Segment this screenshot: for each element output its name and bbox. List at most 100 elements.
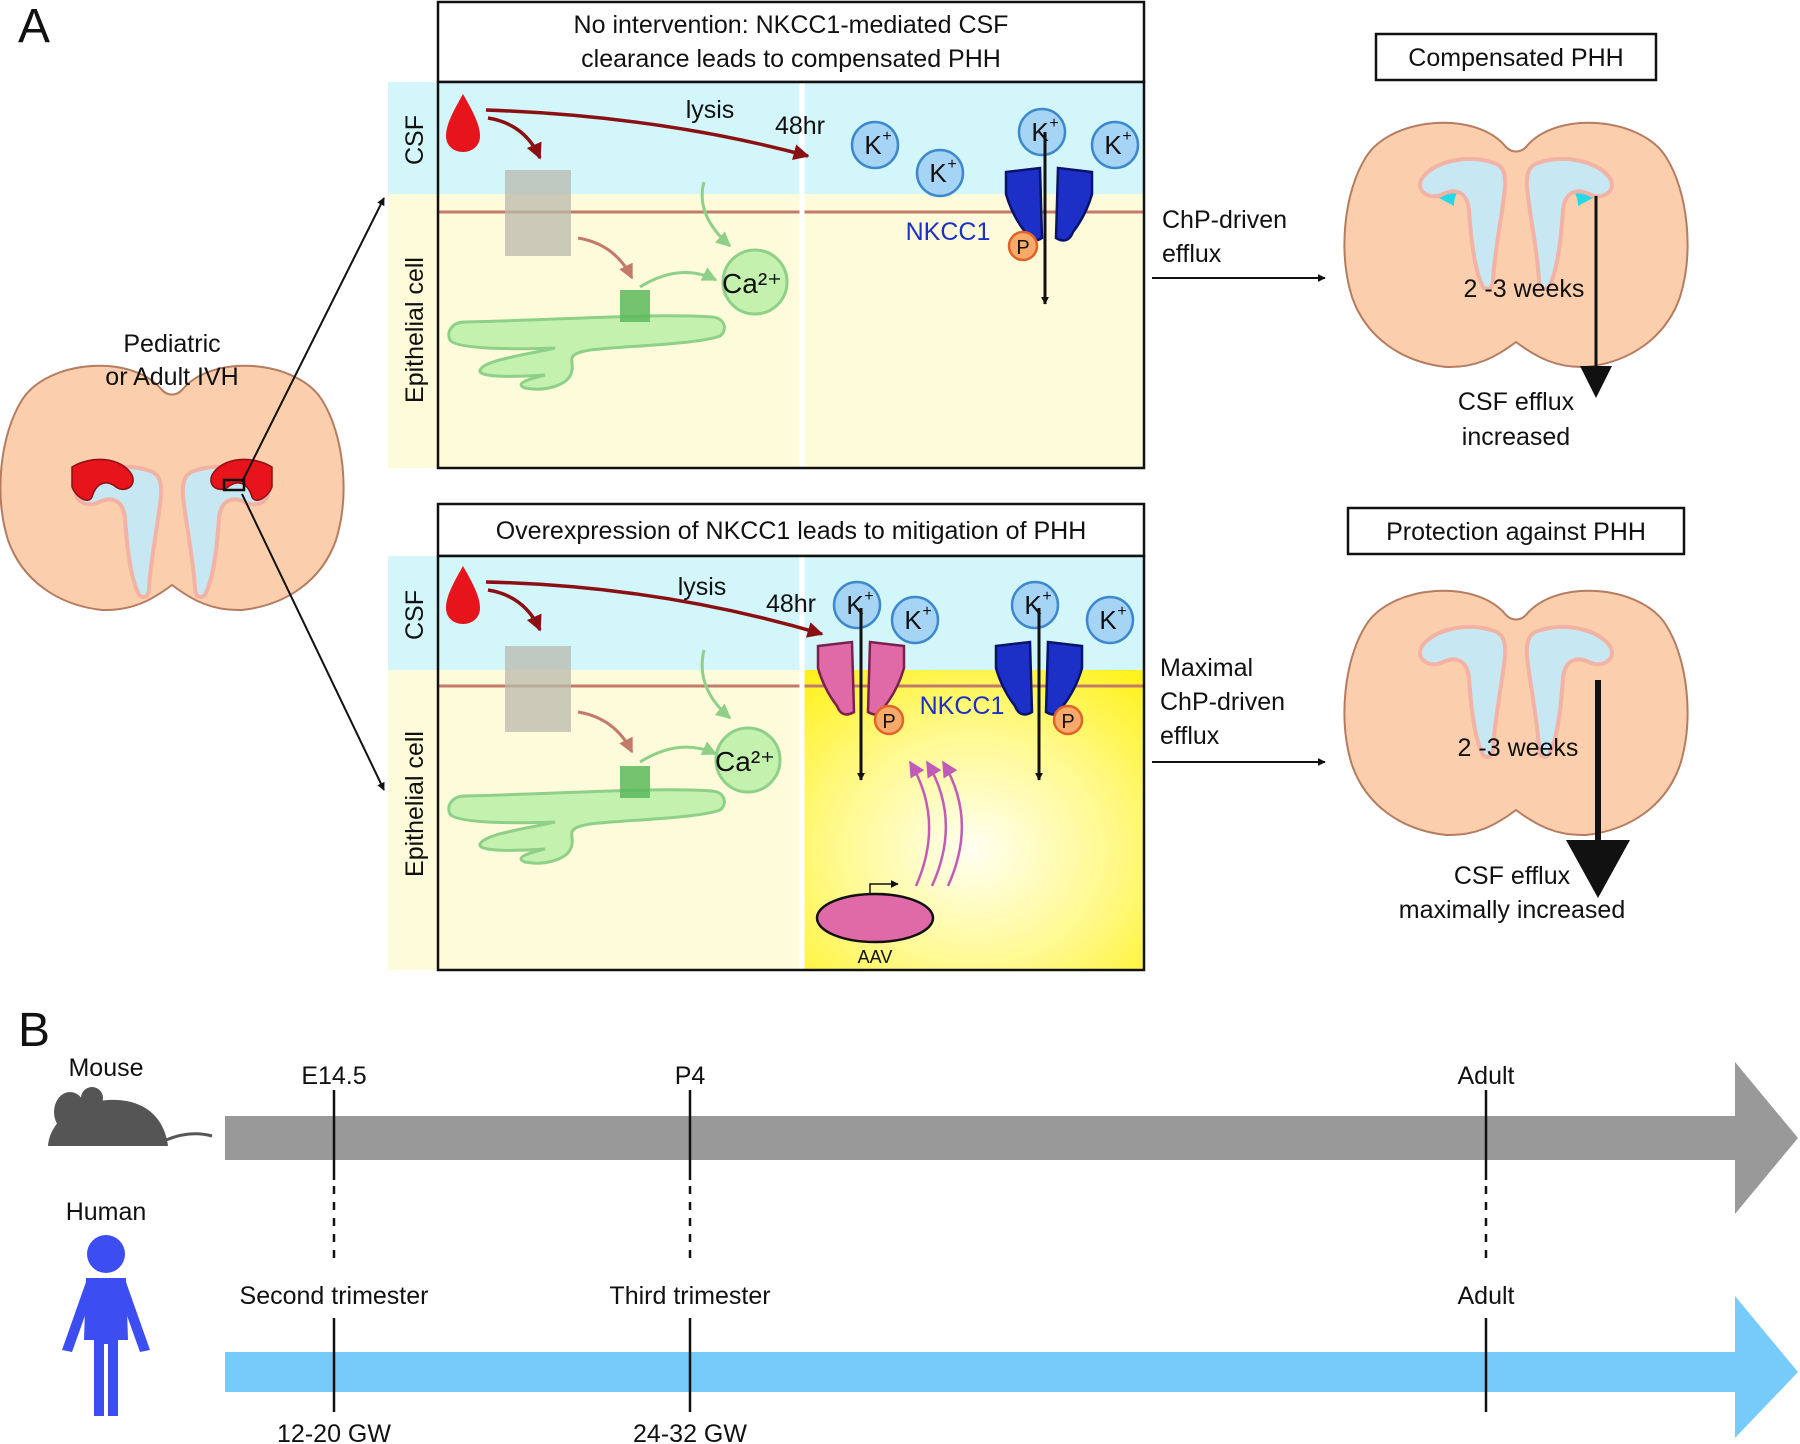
human-timeline-bar	[225, 1352, 1735, 1392]
top-phospho-icon	[1007, 230, 1039, 262]
bottom-blood-entry-arrow	[487, 588, 542, 632]
bottom-flux-label-2: ChP-driven	[1160, 688, 1285, 716]
bottom-potassium-ion-1	[832, 580, 882, 630]
top-calcium-ion	[721, 248, 789, 316]
bottom-csf-strip	[388, 556, 438, 670]
expression-arrow-2	[925, 760, 947, 887]
bottom-title-box	[436, 502, 1146, 558]
human-timeline-arrowhead	[1735, 1296, 1798, 1438]
mouse-label: Mouse	[68, 1054, 143, 1082]
bottom-efflux-arrow-head	[1566, 840, 1630, 898]
expression-arrow-3	[941, 760, 963, 887]
top-lysis-label: lysis	[686, 96, 735, 124]
bottom-er-organelle	[447, 788, 726, 865]
top-signal-arrow	[577, 236, 634, 280]
top-channel-block	[620, 290, 650, 322]
zoom-arrow-bottom	[241, 493, 385, 791]
top-potassium-ion-2	[915, 148, 965, 198]
bottom-nkcc1-overexpressed	[816, 608, 906, 781]
human-mark-third-trimester: Third trimester	[609, 1282, 770, 1310]
top-time-label: 48hr	[775, 112, 825, 140]
human-mark-second-trimester: Second trimester	[240, 1282, 429, 1310]
top-potassium-ion-1	[850, 120, 900, 170]
bottom-duration: 2 -3 weeks	[1458, 734, 1579, 762]
top-csf-label: CSF	[401, 115, 429, 165]
mouse-mark-e14-5: E14.5	[301, 1062, 366, 1090]
bottom-signal-arrow	[577, 710, 634, 754]
top-er-organelle	[447, 314, 726, 391]
mouse-timeline-bar	[225, 1116, 1735, 1160]
bottom-calcium-ion	[714, 726, 782, 794]
bottom-scenario: Overexpression of NKCC1 leads to mitigat…	[388, 502, 1689, 972]
top-duration: 2 -3 weeks	[1464, 275, 1585, 303]
bottom-potassium-ion-4	[1085, 595, 1135, 645]
top-csf-strip	[388, 82, 438, 194]
bottom-flux-label-3: efflux	[1160, 722, 1220, 750]
top-blood-drop-icon	[446, 94, 480, 152]
zoom-arrow-top	[241, 197, 385, 483]
bottom-epithelial-label: Epithelial cell	[401, 731, 429, 877]
top-frame	[436, 80, 1146, 470]
top-epithelial-label: Epithelial cell	[401, 257, 429, 403]
top-calcium-entry-arrow	[700, 181, 732, 248]
bottom-flux-label-1: Maximal	[1160, 654, 1253, 682]
bottom-outcome-note-1: CSF efflux	[1454, 862, 1571, 890]
top-outcome-box	[1374, 32, 1658, 82]
human-icon	[62, 1235, 150, 1416]
bottom-receptor-block	[505, 646, 571, 732]
bottom-time-label: 48hr	[766, 590, 816, 618]
mouse-mark-adult: Adult	[1458, 1062, 1515, 1090]
panel-a-letter: A	[18, 0, 50, 53]
bottom-channel-block	[620, 766, 650, 798]
top-phospho-label: P	[1016, 237, 1029, 259]
top-outcome-note-1: CSF efflux	[1458, 388, 1575, 416]
bottom-csf-label: CSF	[401, 590, 429, 640]
bottom-calcium-release-arrow	[639, 741, 718, 764]
source-brain	[0, 364, 345, 612]
panel-b-letter: B	[18, 1004, 50, 1057]
mouse-icon	[48, 1087, 213, 1146]
human-range-2: 24-32 GW	[633, 1420, 747, 1444]
top-title-line2: clearance leads to compensated PHH	[581, 45, 1001, 73]
bottom-potassium-ion-2	[890, 595, 940, 645]
top-cell-strip	[388, 194, 438, 468]
human-range-1: 12-20 GW	[277, 1420, 391, 1444]
bottom-lysis-label: lysis	[678, 573, 727, 601]
bottom-frame	[436, 554, 1146, 972]
top-calcium-label: Ca²⁺	[722, 268, 782, 299]
human-label: Human	[66, 1198, 147, 1226]
bottom-lysis-arrow	[485, 580, 824, 638]
top-calcium-release-arrow	[639, 267, 718, 289]
bottom-outcome-note-2: maximally increased	[1399, 896, 1625, 924]
bottom-nkcc1-label: NKCC1	[920, 692, 1005, 720]
top-outcome-title: Compensated PHH	[1408, 44, 1623, 72]
aav-vector-icon	[815, 892, 935, 944]
top-flux-label-1: ChP-driven	[1162, 206, 1287, 234]
bottom-cell-strip	[388, 670, 438, 970]
bottom-title: Overexpression of NKCC1 leads to mitigat…	[496, 517, 1087, 545]
bottom-outcome-title: Protection against PHH	[1386, 518, 1646, 546]
top-nkcc1-transporter	[1004, 132, 1094, 305]
bottom-outcome-brain	[1343, 589, 1689, 837]
bottom-blood-drop-icon	[446, 566, 480, 624]
human-mark-adult: Adult	[1458, 1282, 1515, 1310]
mouse-mark-p4: P4	[675, 1062, 706, 1090]
zoom-box	[222, 478, 246, 492]
top-blood-entry-arrow	[487, 116, 542, 160]
bottom-phospho-label-2: P	[1061, 711, 1074, 733]
top-outcome-note-2: increased	[1462, 423, 1570, 451]
top-scenario: No intervention: NKCC1-mediated CSF clea…	[388, 0, 1689, 470]
top-title-line1: No intervention: NKCC1-mediated CSF	[574, 11, 1009, 39]
source-label-1: Pediatric	[123, 330, 220, 358]
bottom-potassium-ion-3	[1010, 580, 1060, 630]
bottom-calcium-entry-arrow	[700, 649, 732, 720]
bottom-phospho-icon-2	[1052, 704, 1084, 736]
top-lysis-arrow	[485, 108, 810, 160]
aav-promoter-icon	[869, 880, 899, 894]
top-title-box	[436, 0, 1146, 84]
bottom-phospho-label-1: P	[882, 711, 895, 733]
expression-arrow-1	[908, 760, 931, 887]
source-label-2: or Adult IVH	[105, 363, 238, 391]
bottom-calcium-label: Ca²⁺	[715, 746, 775, 777]
